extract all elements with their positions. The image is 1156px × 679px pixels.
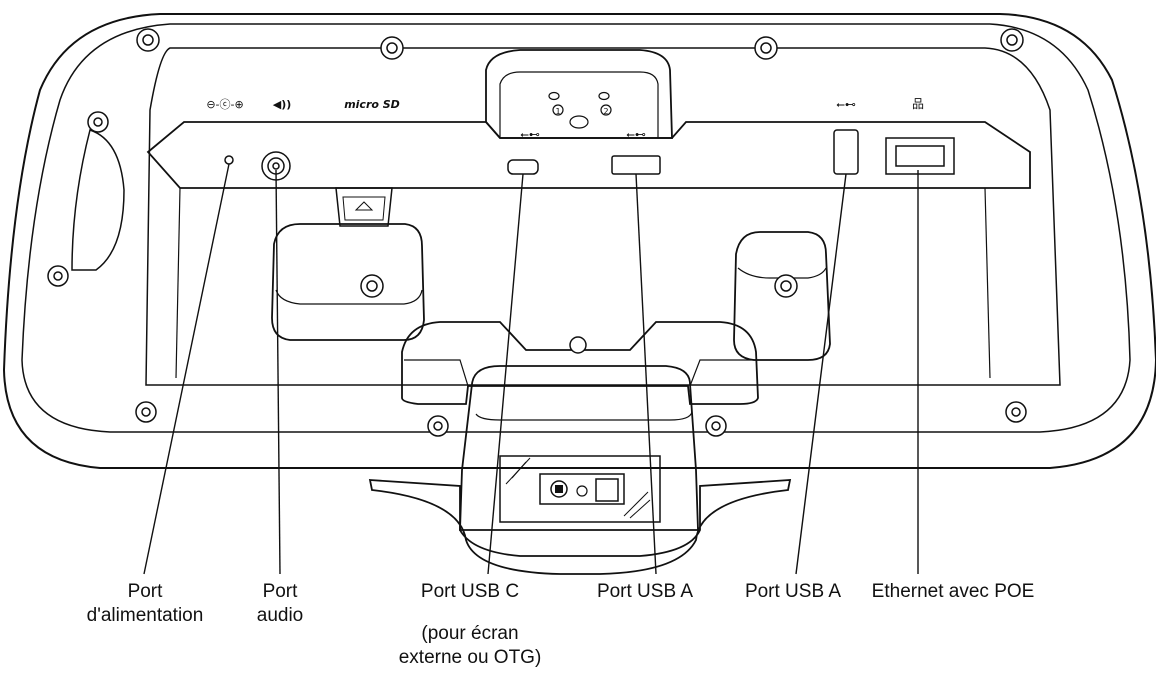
screw [135,401,157,423]
usb-a-port-2-label-line1: Port USB A [744,581,842,602]
usb-a-port-2-opening [833,129,859,175]
usb-c-port-opening [507,159,539,175]
screw [87,111,109,133]
screw [427,415,449,437]
leader-audio [275,169,281,575]
audio-symbol: ◀)) [273,98,292,111]
leader-lines [143,163,919,575]
device-housing-inner [21,23,1131,433]
leader-usb-a-2 [795,173,847,575]
usb-a-port-opening [611,155,661,175]
usb-a-port-label-line1: Port USB A [596,581,694,602]
cradle-tower [459,365,699,531]
screw [705,415,727,437]
dock-number-2: 2 [603,107,608,116]
audio-port-label-line2: audio [256,605,304,626]
usb-c-port-label-line1: Port USB C [420,581,520,602]
right-mount-block [733,231,831,361]
usb-c-port-label: Port USB C (pour écran externe ou OTG) [380,580,560,670]
usb-a-port-label: Port USB A [580,580,710,604]
screw [360,274,384,298]
power-port-label-line1: Port [127,581,163,602]
dock-connector-housing [485,49,673,139]
usb-c-port-label-line3: externe ou OTG) [398,647,542,668]
device-housing-outer [2,13,1156,469]
ethernet-port-label-line1: Ethernet avec POE [871,581,1035,602]
side-grip [71,129,125,271]
audio-port-label-line1: Port [262,581,298,602]
leader-usb-c [487,173,524,575]
usb-symbol-a: ⭠⊷ [626,128,646,141]
leader-usb-a [635,173,657,575]
screw [136,28,160,52]
audio-port-label: Port audio [230,580,330,628]
screw [774,274,798,298]
screw [47,265,69,287]
cradle-foot [368,479,792,575]
power-symbol: ⊖-ⓒ-⊕ [206,98,243,111]
usb-symbol-a2: ⭠⊷ [836,98,856,111]
screw [1000,28,1024,52]
power-port-label: Port d'alimentation [60,580,230,628]
microsd-logo: micro SD [344,98,400,111]
power-port-jack [224,155,234,165]
dock-indicators [548,91,612,129]
screw [380,36,404,60]
usb-symbol-c: ⭠⊷ [520,128,540,141]
ethernet-port-label: Ethernet avec POE [848,580,1058,604]
screw [569,336,587,354]
screw [754,36,778,60]
screws [47,28,1027,437]
leader-power [143,163,230,575]
contact-window [499,455,661,523]
cradle-wings [401,321,759,405]
screw [1005,401,1027,423]
port-strip [146,121,1031,189]
left-mount-block [271,223,425,341]
microsd-tray-tab [335,187,393,227]
usb-c-port-label-line2: (pour écran [421,623,519,644]
power-port-label-line2: d'alimentation [86,605,204,626]
network-symbol: 品 [912,97,924,111]
ethernet-port-opening [885,137,955,175]
rear-recess [145,47,1061,386]
dock-number-1: 1 [555,107,560,116]
usb-a-port-2-label: Port USB A [728,580,858,604]
